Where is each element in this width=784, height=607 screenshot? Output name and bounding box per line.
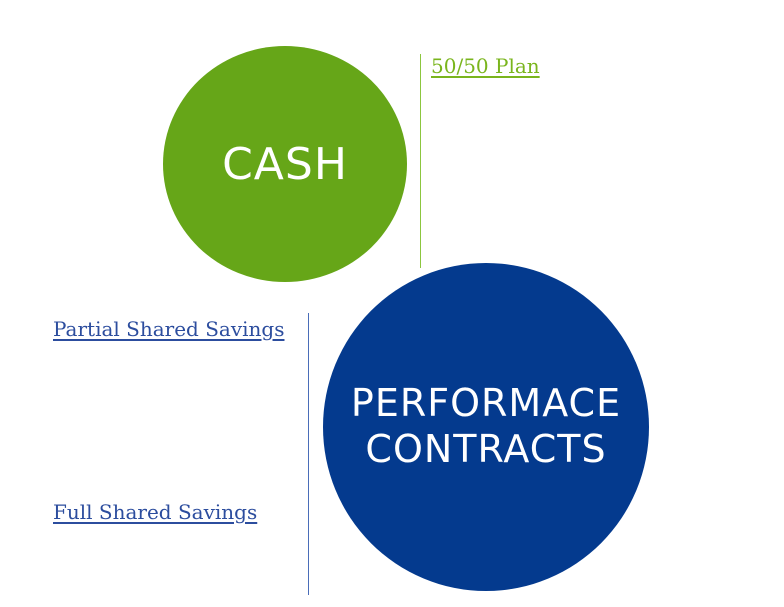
link-full-shared-savings[interactable]: Full Shared Savings [53,500,258,524]
performance-circle-label-line1: PERFORMACE [350,381,622,426]
performance-contracts-circle: PERFORMACE CONTRACTS [323,263,649,591]
cash-circle-label: CASH [222,138,348,190]
performance-circle-label-line2: CONTRACTS [365,427,607,471]
performance-divider-line [308,313,309,595]
cash-circle: CASH [163,46,407,282]
cash-divider-line [420,54,421,268]
link-partial-shared-savings[interactable]: Partial Shared Savings [53,317,285,341]
link-50-50-plan[interactable]: 50/50 Plan [431,54,540,78]
